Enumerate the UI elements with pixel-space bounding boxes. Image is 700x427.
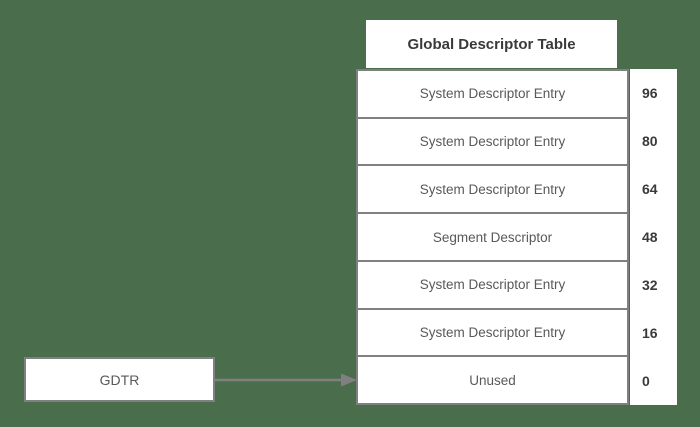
gdt-offset-column: 96 80 64 48 32 16 0 [630, 69, 677, 405]
offset-cell: 16 [630, 309, 677, 357]
table-row-label: Segment Descriptor [432, 229, 553, 245]
offset-cell: 48 [630, 213, 677, 261]
table-row-label: System Descriptor Entry [419, 134, 566, 150]
offset-value: 0 [642, 373, 650, 389]
table-row-label: System Descriptor Entry [419, 277, 566, 293]
gdtr-box: GDTR [24, 357, 215, 402]
offset-value: 16 [642, 325, 658, 341]
table-row-label: System Descriptor Entry [419, 181, 566, 197]
table-row: System Descriptor Entry [358, 309, 627, 358]
offset-value: 80 [642, 133, 658, 149]
offset-cell: 0 [630, 357, 677, 405]
offset-value: 64 [642, 181, 658, 197]
table-row: Segment Descriptor [358, 214, 627, 262]
arrow-right-icon [341, 373, 357, 387]
offset-cell: 96 [630, 69, 677, 117]
gdtr-label: GDTR [99, 371, 140, 388]
table-row: Unused [358, 357, 627, 404]
gdt-title-box: Global Descriptor Table [366, 20, 617, 68]
gdtr-to-table-connector [215, 373, 357, 387]
table-row-label: Unused [469, 372, 516, 388]
offset-cell: 32 [630, 261, 677, 309]
table-row: System Descriptor Entry [358, 118, 627, 167]
gdt-table: System Descriptor Entry System Descripto… [356, 69, 629, 405]
gdt-title-label: Global Descriptor Table [407, 35, 576, 53]
table-row-label: System Descriptor Entry [419, 324, 566, 340]
offset-value: 96 [642, 85, 658, 101]
offset-value: 48 [642, 229, 658, 245]
offset-cell: 64 [630, 165, 677, 213]
table-row-label: System Descriptor Entry [419, 86, 566, 102]
table-row: System Descriptor Entry [358, 71, 627, 119]
offset-cell: 80 [630, 117, 677, 165]
table-row: System Descriptor Entry [358, 261, 627, 310]
offset-value: 32 [642, 277, 658, 293]
table-row: System Descriptor Entry [358, 166, 627, 215]
